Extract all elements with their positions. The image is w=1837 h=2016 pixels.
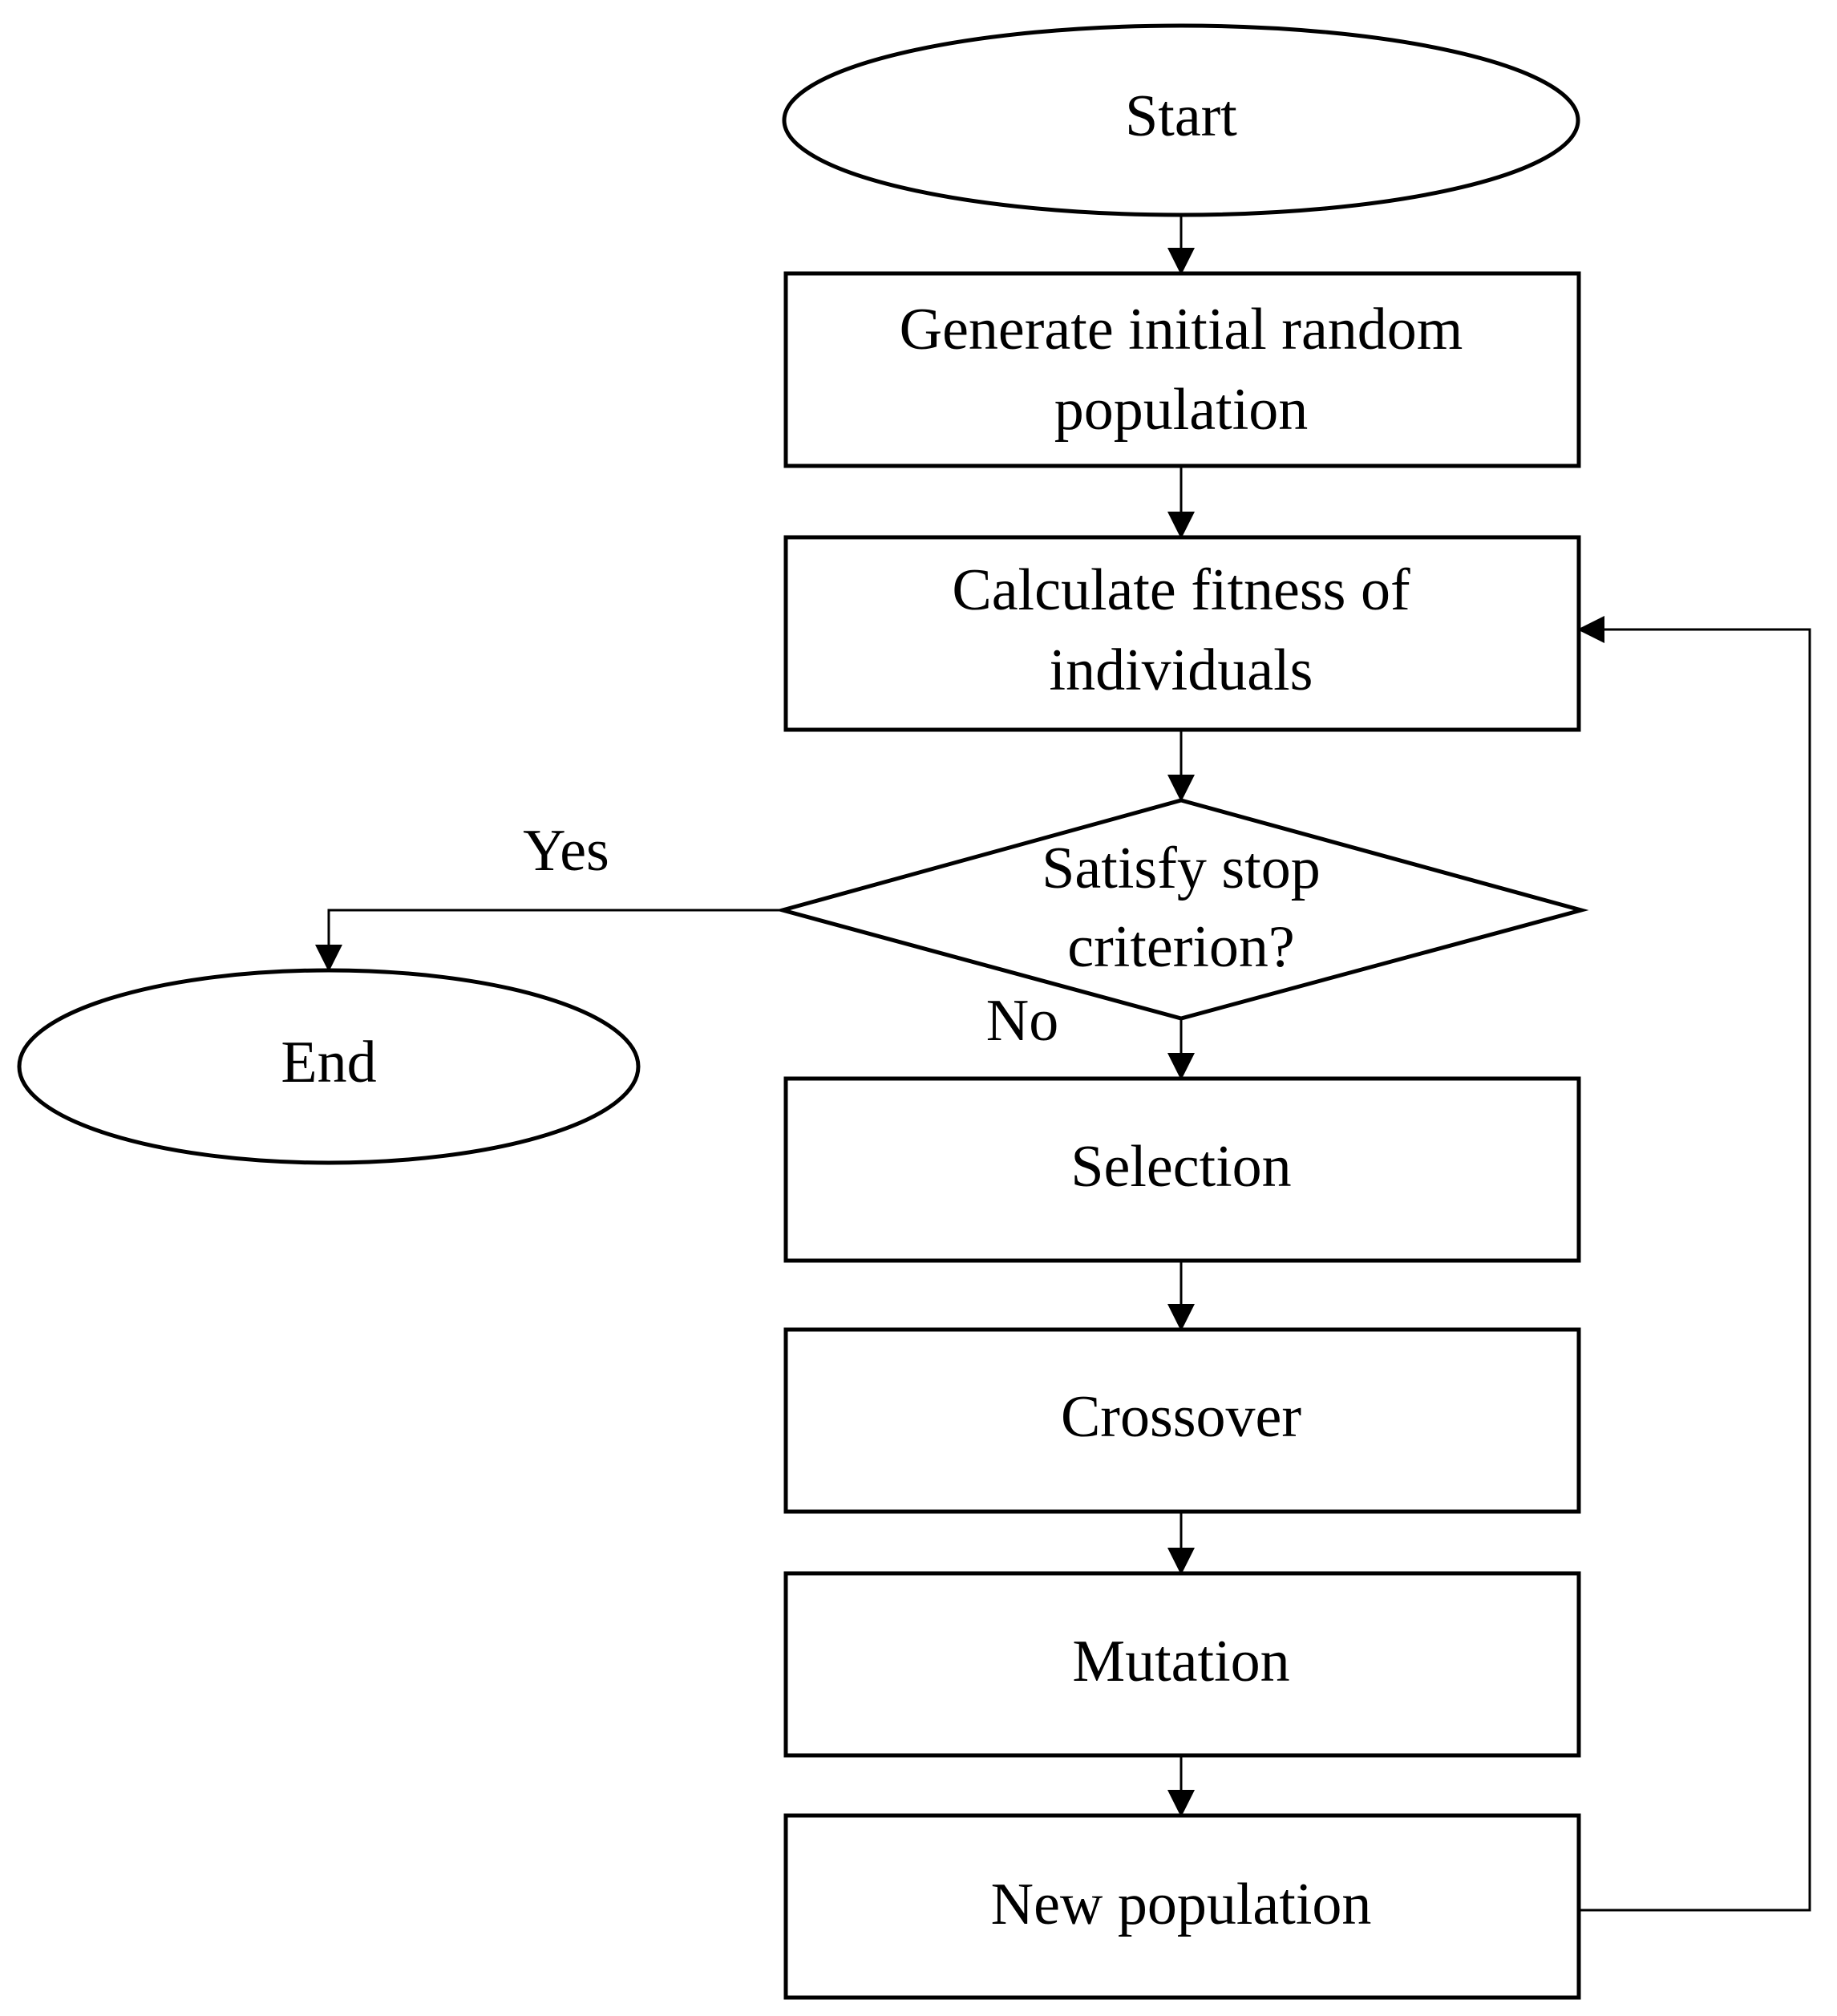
mutation-node: Mutation bbox=[783, 1571, 1581, 1758]
new-population-label: New population bbox=[991, 1872, 1372, 1937]
decision-label-line1: Satisfy stop bbox=[1042, 836, 1320, 901]
mutation-label: Mutation bbox=[1072, 1629, 1289, 1694]
stop-criterion-decision: Satisfy stop criterion? bbox=[775, 798, 1589, 1021]
crossover-node: Crossover bbox=[783, 1327, 1581, 1514]
start-label: Start bbox=[1125, 83, 1237, 149]
decision-diamond bbox=[775, 798, 1589, 1021]
generate-population-node: Generate initial random population bbox=[783, 271, 1581, 468]
no-branch-label: No bbox=[986, 988, 1058, 1054]
arrow-decision-to-end bbox=[315, 909, 783, 972]
yes-branch-label: Yes bbox=[523, 818, 609, 884]
generate-population-label-line1: Generate initial random bbox=[900, 297, 1463, 362]
start-node: Start bbox=[782, 23, 1580, 217]
crossover-label: Crossover bbox=[1061, 1384, 1301, 1450]
new-population-box bbox=[783, 1813, 1581, 2000]
selection-label: Selection bbox=[1070, 1134, 1291, 1200]
end-label: End bbox=[281, 1030, 376, 1095]
mutation-box bbox=[783, 1571, 1581, 1758]
calculate-fitness-label-line2: individuals bbox=[1050, 638, 1313, 703]
generate-population-label-line2: population bbox=[1054, 377, 1309, 443]
generate-population-box bbox=[783, 271, 1581, 468]
calculate-fitness-node: Calculate fitness of individuals bbox=[783, 535, 1581, 732]
end-node: End bbox=[17, 968, 641, 1165]
selection-box bbox=[783, 1076, 1581, 1263]
calculate-fitness-label-line1: Calculate fitness of bbox=[952, 557, 1410, 623]
decision-label-line2: criterion? bbox=[1067, 914, 1295, 980]
selection-node: Selection bbox=[783, 1076, 1581, 1263]
arrow-loop-new-population-to-fitness bbox=[1577, 616, 1811, 1912]
new-population-node: New population bbox=[783, 1813, 1581, 2000]
